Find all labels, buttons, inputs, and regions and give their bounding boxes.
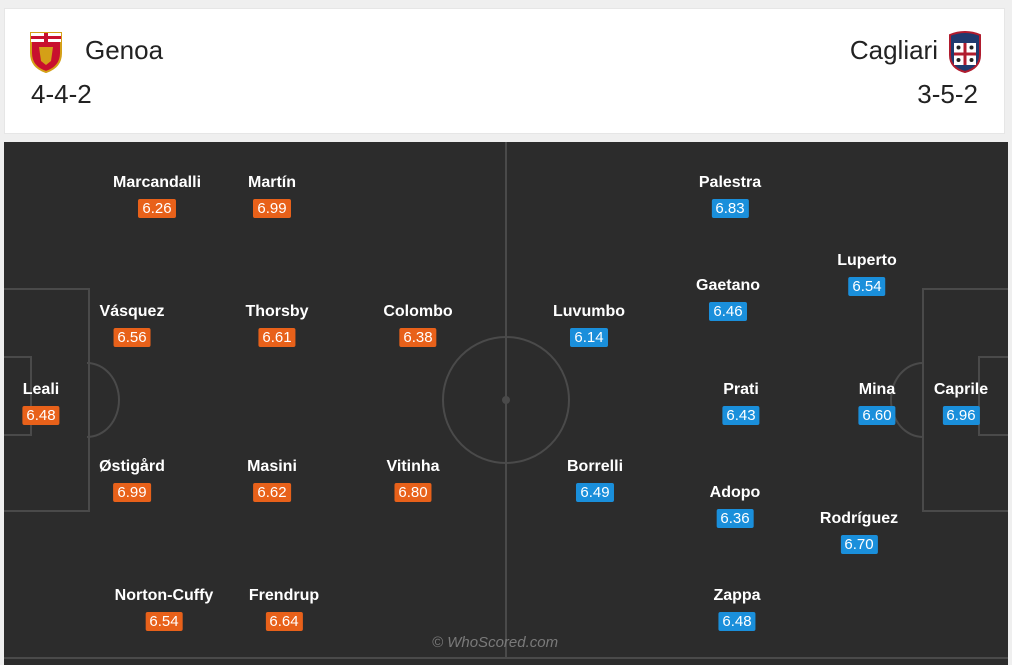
player-rating: 6.80 [394,483,432,502]
pitch: Leali 6.48 Marcandalli 6.26 Vásquez 6.56… [4,142,1008,665]
genoa-crest-icon [30,32,62,73]
player-rodriguez[interactable]: Rodríguez 6.70 [820,509,898,554]
whoscored-watermark: © WhoScored.com [432,634,559,651]
player-rating: 6.83 [711,199,749,218]
player-norton-cuffy[interactable]: Norton-Cuffy 6.54 [114,586,214,631]
player-rating: 6.70 [840,535,878,554]
away-goal-box [978,356,1008,436]
player-name: Marcandalli [112,174,202,191]
player-name: Leali [22,381,60,398]
player-rating: 6.62 [253,483,291,502]
player-rating: 6.60 [858,406,896,425]
player-name: Gaetano [695,277,761,294]
player-rating: 6.48 [22,406,60,425]
player-name: Zappa [713,587,761,604]
player-vitinha[interactable]: Vitinha 6.80 [386,457,440,502]
player-rating: 6.48 [718,612,756,631]
away-team-name[interactable]: Cagliari [849,35,938,65]
player-rating: 6.99 [253,199,291,218]
player-rating: 6.54 [145,612,183,631]
player-name: Thorsby [245,303,309,320]
player-frendrup[interactable]: Frendrup 6.64 [249,586,319,631]
player-leali[interactable]: Leali 6.48 [22,380,60,425]
player-rating: 6.36 [716,509,754,528]
player-name: Borrelli [566,458,624,475]
player-name: Colombo [383,303,453,320]
player-masini[interactable]: Masini 6.62 [247,457,297,502]
player-palestra[interactable]: Palestra 6.83 [699,173,761,218]
player-ostigard[interactable]: Østigård 6.99 [99,457,165,502]
match-header: Genoa 4-4-2 Cagliari 3-5-2 [4,8,1005,134]
player-name: Prati [723,381,759,398]
player-rating: 6.96 [942,406,980,425]
player-colombo[interactable]: Colombo 6.38 [383,302,453,347]
player-thorsby[interactable]: Thorsby 6.61 [245,302,309,347]
home-team-name[interactable]: Genoa [85,35,164,65]
player-name: Vitinha [386,458,440,475]
player-luperto[interactable]: Luperto 6.54 [837,251,897,296]
player-name: Luperto [837,252,897,269]
home-goal-box [4,356,32,436]
player-mina[interactable]: Mina 6.60 [858,380,896,425]
player-caprile[interactable]: Caprile 6.96 [934,380,988,425]
player-borrelli[interactable]: Borrelli 6.49 [567,457,623,502]
player-rating: 6.99 [113,483,151,502]
player-name: Østigård [99,458,165,475]
away-formation: 3-5-2 [917,79,978,109]
pitch-bottom-line [4,657,1008,659]
player-rating: 6.14 [570,328,608,347]
player-name: Rodríguez [819,510,899,527]
player-name: Martín [248,174,296,191]
player-name: Frendrup [248,587,320,604]
cagliari-crest-icon [949,31,981,73]
player-name: Caprile [933,381,989,398]
player-name: Palestra [698,174,762,191]
player-rating: 6.38 [399,328,437,347]
player-prati[interactable]: Prati 6.43 [722,380,760,425]
home-formation: 4-4-2 [31,79,92,109]
player-rating: 6.26 [138,199,176,218]
player-rating: 6.56 [113,328,151,347]
player-name: Vásquez [99,303,165,320]
player-name: Adopo [709,484,761,501]
player-marcandalli[interactable]: Marcandalli 6.26 [113,173,201,218]
player-name: Mina [858,381,896,398]
player-rating: 6.46 [709,302,747,321]
player-name: Masini [247,458,297,475]
player-gaetano[interactable]: Gaetano 6.46 [696,276,760,321]
player-zappa[interactable]: Zappa 6.48 [713,586,761,631]
player-rating: 6.61 [258,328,296,347]
center-spot [502,396,510,404]
player-vasquez[interactable]: Vásquez 6.56 [99,302,165,347]
player-rating: 6.64 [265,612,303,631]
player-rating: 6.54 [848,277,886,296]
player-rating: 6.49 [576,483,614,502]
player-name: Norton-Cuffy [114,587,214,604]
player-martin[interactable]: Martín 6.99 [248,173,296,218]
player-adopo[interactable]: Adopo 6.36 [709,483,761,528]
player-name: Luvumbo [553,303,625,320]
player-rating: 6.43 [722,406,760,425]
player-luvumbo[interactable]: Luvumbo 6.14 [553,302,625,347]
away-penalty-box [922,288,1008,512]
center-circle [442,336,570,464]
